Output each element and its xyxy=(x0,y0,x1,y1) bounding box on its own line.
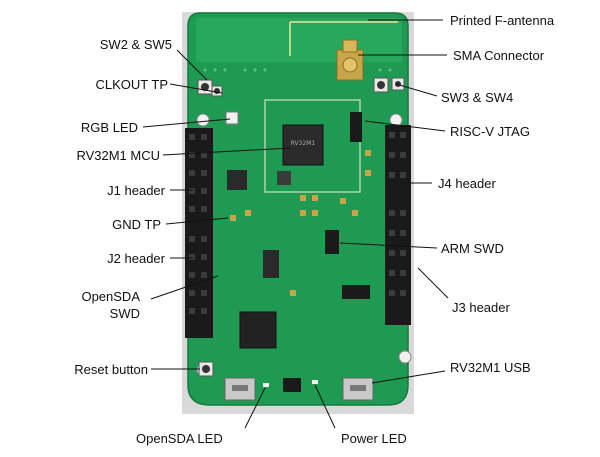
leader-rv32m1-usb xyxy=(371,370,446,384)
left-header-pins xyxy=(189,134,207,314)
pcb-body xyxy=(187,12,409,406)
label-rgb-led: RGB LED xyxy=(80,120,138,135)
label-risc-v-jtag: RISC-V JTAG xyxy=(450,124,530,139)
leader-opensda-led xyxy=(244,387,266,429)
label-sw3-sw4: SW3 & SW4 xyxy=(441,90,514,105)
leader-rv32m1-mcu xyxy=(162,147,291,156)
leader-j3-header xyxy=(417,267,449,299)
arm-swd-header xyxy=(325,230,339,254)
label-sw2-sw5: SW2 & SW5 xyxy=(99,37,172,52)
label-gnd-tp: GND TP xyxy=(112,217,161,232)
svg-text:RV32M1: RV32M1 xyxy=(291,140,316,147)
label-j2-header: J2 header xyxy=(107,251,165,266)
right-header-pins xyxy=(389,132,406,296)
label-clkout-tp: CLKOUT TP xyxy=(95,77,168,92)
leader-risc-v-jtag xyxy=(364,120,446,132)
label-power-led: Power LED xyxy=(341,431,407,446)
mount-hole xyxy=(398,350,412,364)
antenna-trace xyxy=(289,21,398,56)
ic-small xyxy=(263,250,279,278)
reset-button-cap xyxy=(202,365,210,373)
sw3-sw4-buttons xyxy=(373,77,405,93)
label-sma-connector: SMA Connector xyxy=(453,48,545,63)
label-j3-header: J3 header xyxy=(452,300,510,315)
power-led-part xyxy=(312,380,318,384)
label-arm-swd: ARM SWD xyxy=(441,241,504,256)
power-switch xyxy=(283,378,301,392)
j1-j2-header-left xyxy=(185,128,213,338)
label-opensda-line2: SWD xyxy=(109,306,140,321)
rf-shield-outline xyxy=(264,99,361,193)
jumper-header xyxy=(342,285,370,299)
label-opensda-line1: OpenSDA xyxy=(81,289,140,304)
label-printed-f-antenna: Printed F-antenna xyxy=(450,13,555,28)
gold-test-pads xyxy=(230,150,371,296)
rv32m1-mcu-chip: RV32M1 xyxy=(282,124,324,166)
label-j4-header: J4 header xyxy=(438,176,496,191)
rv32m1-usb-connector xyxy=(342,377,374,401)
leader-sw2-sw5 xyxy=(176,49,208,81)
risc-v-jtag-header xyxy=(350,112,362,142)
sw2-sw5-buttons xyxy=(197,79,223,97)
label-rv32m1-usb: RV32M1 USB xyxy=(450,360,531,375)
via-grid xyxy=(203,68,392,72)
leader-opensda-swd xyxy=(150,275,219,300)
leader-sw3-sw4 xyxy=(395,83,438,97)
leader-power-led xyxy=(314,384,336,429)
leader-arm-swd xyxy=(339,242,438,249)
opensda-mcu-chip xyxy=(239,311,277,349)
leader-rgb-led xyxy=(142,118,231,128)
label-opensda-led: OpenSDA LED xyxy=(136,431,223,446)
label-rv32m1-mcu: RV32M1 MCU xyxy=(76,148,160,163)
opensda-led-part xyxy=(263,383,269,387)
label-j1-header: J1 header xyxy=(107,183,165,198)
mount-hole xyxy=(196,113,210,127)
leader-gnd-tp xyxy=(165,217,229,225)
rgb-led-part xyxy=(225,111,239,125)
label-reset-button: Reset button xyxy=(74,362,148,377)
crystal xyxy=(277,171,291,185)
leader-clkout-tp xyxy=(169,83,223,94)
opensda-usb-connector xyxy=(224,377,256,401)
ic-small xyxy=(227,170,247,190)
